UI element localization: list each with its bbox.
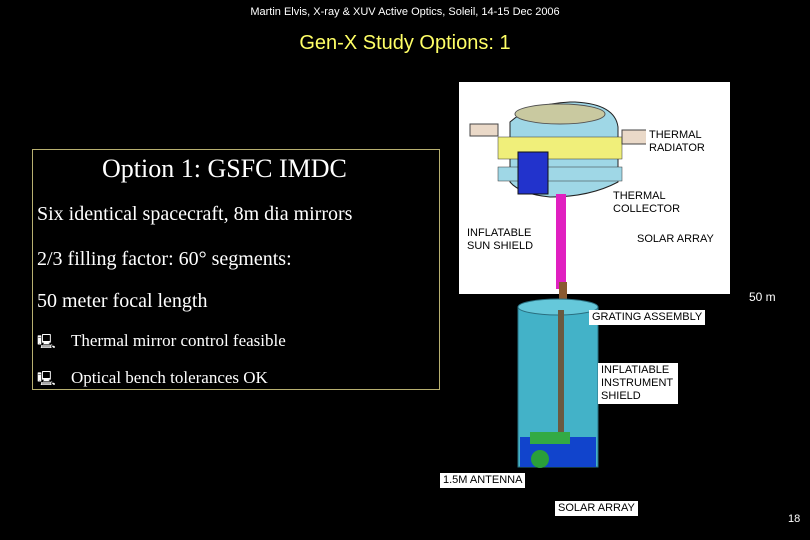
page-number: 18: [788, 513, 801, 525]
focal-length-line: 50 meter focal length: [37, 290, 208, 312]
magenta-boom: [556, 194, 566, 289]
bullet-text: Optical bench tolerances OK: [71, 368, 268, 387]
label-inflatable-sun-shield: INFLATABLE SUN SHIELD: [464, 226, 546, 254]
brown-boom: [559, 282, 567, 312]
instrument-shield: [517, 298, 599, 468]
label-thermal-collector: THERMAL COLLECTOR: [610, 189, 696, 217]
computer-icon: 🖳: [37, 335, 56, 350]
bullet-text: Thermal mirror control feasible: [71, 331, 286, 350]
slide-title: Gen-X Study Options: 1: [299, 32, 511, 54]
label-thermal-radiator: THERMAL RADIATOR: [646, 128, 718, 156]
filling-factor-line: 2/3 filling factor: 60° segments:: [37, 248, 292, 270]
antenna-dish: [531, 450, 549, 468]
telescope-drum: [469, 101, 651, 198]
label-grating-assembly: GRATING ASSEMBLY: [589, 310, 706, 325]
slide-header: Martin Elvis, X-ray & XUV Active Optics,…: [250, 6, 560, 18]
length-label: 50 m: [749, 290, 776, 304]
label-antenna: 1.5M ANTENNA: [440, 473, 526, 488]
option-title: Option 1: GSFC IMDC: [102, 154, 347, 183]
bullet-item: 🖳 Thermal mirror control feasible: [37, 331, 286, 355]
bullet-item: 🖳 Optical bench tolerances OK: [37, 368, 268, 392]
option-box: [32, 149, 440, 390]
label-inflatable-instrument-shield: INFLATIABLE INSTRUMENT SHIELD: [598, 363, 678, 404]
spacecraft-drawing: [469, 101, 651, 468]
label-solar-array-bottom: SOLAR ARRAY: [555, 501, 638, 516]
label-solar-array-top: SOLAR ARRAY: [634, 232, 717, 247]
thermal-radiator-left: [469, 123, 499, 137]
computer-icon: 🖳: [37, 372, 56, 387]
spacecraft-line: Six identical spacecraft, 8m dia mirrors: [37, 203, 353, 225]
